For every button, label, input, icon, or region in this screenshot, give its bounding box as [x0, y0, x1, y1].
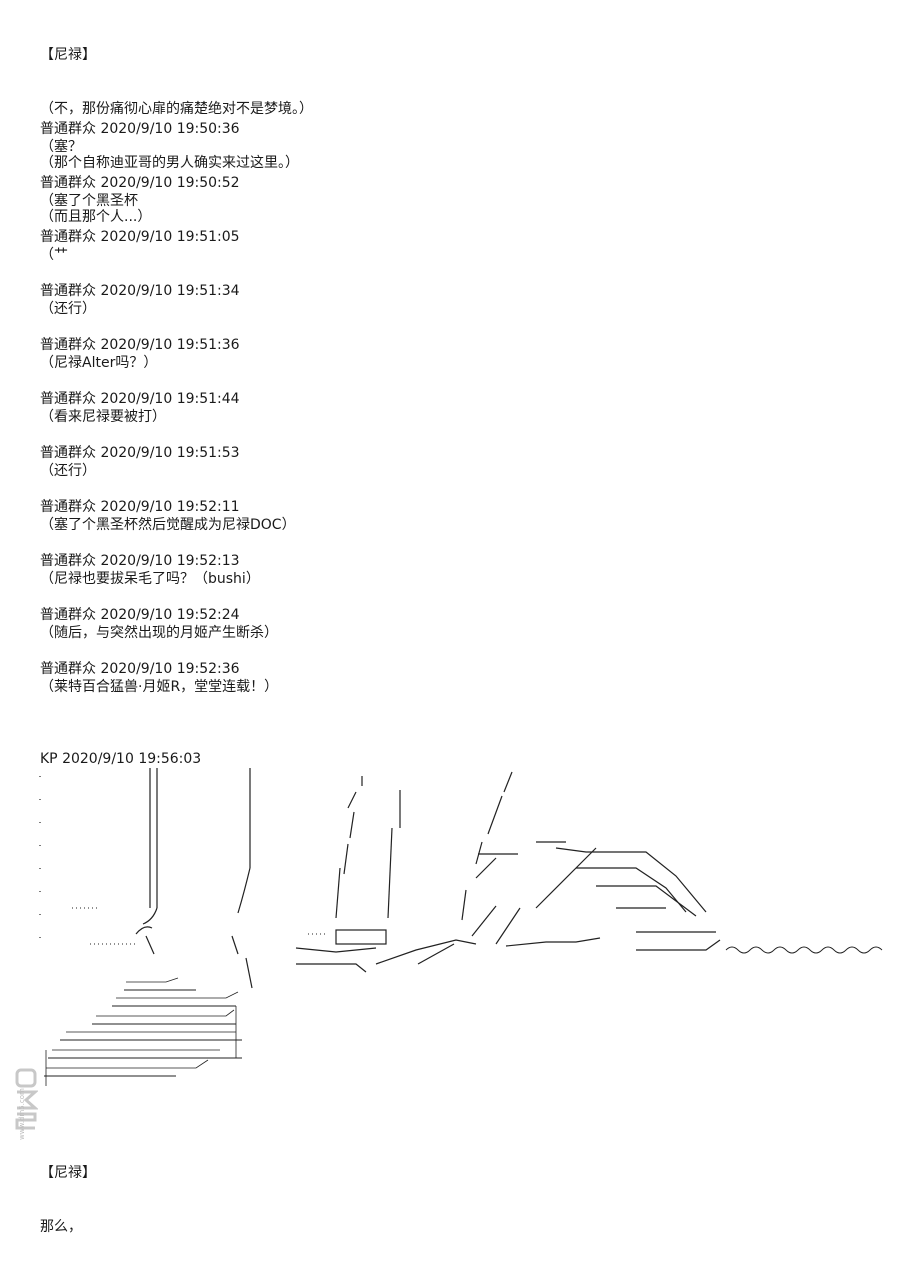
chat-timestamp: 2020/9/10 19:52:36 [100, 661, 240, 677]
chat-message: （看来尼禄要被打） [40, 409, 166, 425]
chat-log: 普通群众 2020/9/10 19:50:36（塞？普通群众 2020/9/10… [40, 120, 296, 696]
manga-page: 【尼禄】 （不，那份痛彻心扉的痛楚绝对不是梦境。） （那个自称迪亚哥的男人确实来… [14, 10, 883, 1235]
chat-author: 普通群众 [40, 175, 96, 191]
chat-author: 普通群众 [40, 337, 96, 353]
narration-line: （那个自称迪亚哥的男人确实来过这里。） [40, 155, 299, 171]
chat-message: （莱特百合猛兽·月姬R，堂堂连载！） [40, 679, 279, 695]
chat-spacer [40, 156, 296, 174]
kp-timestamp: 2020/9/10 19:56:03 [62, 751, 202, 767]
chat-timestamp: 2020/9/10 19:51:53 [100, 445, 240, 461]
chat-message: （尼禄Alter吗？） [40, 355, 158, 371]
chat-message: （还行） [40, 301, 96, 317]
chat-timestamp: 2020/9/10 19:50:36 [100, 121, 240, 137]
outro-narration: 【尼禄】 那么， [40, 1128, 96, 1272]
chat-entry-header: 普通群众 2020/9/10 19:52:11 [40, 498, 296, 516]
chat-message: （艹 [40, 247, 68, 263]
ascii-art-illustration [39, 768, 883, 1086]
chat-entry-header: 普通群众 2020/9/10 19:52:24 [40, 606, 296, 624]
chat-entry-header: 普通群众 2020/9/10 19:51:05 [40, 228, 296, 246]
chat-spacer [40, 210, 296, 228]
chat-author: 普通群众 [40, 661, 96, 677]
chat-entry-header: 普通群众 2020/9/10 19:52:36 [40, 660, 296, 678]
narration-line: （不，那份痛彻心扉的痛楚绝对不是梦境。） [40, 101, 313, 117]
chat-timestamp: 2020/9/10 19:52:13 [100, 553, 240, 569]
speaker-name: 【尼禄】 [40, 1165, 96, 1181]
chat-spacer [40, 318, 296, 336]
chat-timestamp: 2020/9/10 19:51:36 [100, 337, 240, 353]
chat-entry-header: 普通群众 2020/9/10 19:51:36 [40, 336, 296, 354]
site-watermark: www.dm5.com [14, 1068, 38, 1168]
chat-author: 普通群众 [40, 283, 96, 299]
chat-spacer [40, 534, 296, 552]
kp-author: KP [40, 751, 58, 767]
chat-spacer [40, 372, 296, 390]
chat-author: 普通群众 [40, 121, 96, 137]
chat-entry-header: 普通群众 2020/9/10 19:51:34 [40, 282, 296, 300]
speaker-name: 【尼禄】 [40, 47, 96, 63]
chat-message: （塞了个黑圣杯然后觉醒成为尼禄DOC） [40, 517, 296, 533]
chat-author: 普通群众 [40, 607, 96, 623]
intro-narration: 【尼禄】 （不，那份痛彻心扉的痛楚绝对不是梦境。） （那个自称迪亚哥的男人确实来… [40, 10, 313, 262]
chat-spacer [40, 480, 296, 498]
art-lines [39, 768, 883, 1086]
kp-header: KP 2020/9/10 19:56:03 [40, 714, 201, 804]
chat-message: （尼禄也要拔呆毛了吗？（bushi） [40, 571, 260, 587]
chat-timestamp: 2020/9/10 19:50:52 [100, 175, 240, 191]
dm5-logo-icon [15, 1068, 38, 1130]
narration-line: （而且那个人...） [40, 209, 152, 225]
chat-spacer [40, 426, 296, 444]
chat-author: 普通群众 [40, 445, 96, 461]
chat-entry-header: 普通群众 2020/9/10 19:50:36 [40, 120, 296, 138]
chat-timestamp: 2020/9/10 19:52:24 [100, 607, 240, 623]
narration-line: 那么， [40, 1219, 82, 1235]
chat-spacer [40, 588, 296, 606]
chat-timestamp: 2020/9/10 19:51:05 [100, 229, 240, 245]
chat-timestamp: 2020/9/10 19:51:44 [100, 391, 240, 407]
chat-timestamp: 2020/9/10 19:52:11 [100, 499, 240, 515]
chat-timestamp: 2020/9/10 19:51:34 [100, 283, 240, 299]
chat-message: （塞？ [40, 139, 82, 155]
chat-spacer [40, 264, 296, 282]
chat-entry-header: 普通群众 2020/9/10 19:52:13 [40, 552, 296, 570]
chat-entry-header: 普通群众 2020/9/10 19:51:53 [40, 444, 296, 462]
chat-author: 普通群众 [40, 229, 96, 245]
chat-entry-header: 普通群众 2020/9/10 19:51:44 [40, 390, 296, 408]
chat-message: （塞了个黑圣杯 [40, 193, 138, 209]
chat-message: （随后，与突然出现的月姬产生断杀） [40, 625, 278, 641]
chat-entry-header: 普通群众 2020/9/10 19:50:52 [40, 174, 296, 192]
chat-author: 普通群众 [40, 391, 96, 407]
chat-author: 普通群众 [40, 499, 96, 515]
chat-message: （还行） [40, 463, 96, 479]
watermark-site: www.dm5.com [17, 1088, 26, 1140]
chat-author: 普通群众 [40, 553, 96, 569]
chat-spacer [40, 642, 296, 660]
